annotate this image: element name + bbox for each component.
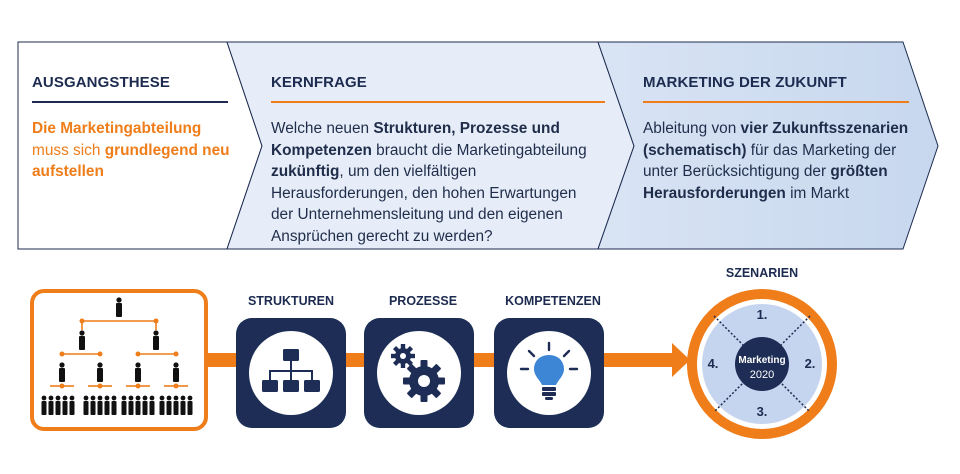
kernfrage-text-part: Strukturen, Prozesse und Kompetenzen (271, 120, 560, 159)
gears-icon (391, 344, 445, 402)
szenarien-title: SZENARIEN (725, 266, 799, 280)
scenario-center-line1: Marketing (738, 355, 786, 366)
ausgangsthese-text: Die Marketingabteilung muss sich grundle… (32, 118, 232, 183)
scenario-quadrant-3: 3. (756, 404, 768, 419)
ausgangsthese-divider (32, 101, 228, 103)
kernfrage-divider (271, 101, 605, 103)
ausgangsthese-text-part: muss sich (32, 141, 105, 159)
kernfrage-text-part: zukünftig (271, 163, 340, 180)
prozesse-tile (364, 318, 474, 428)
kernfrage-text: Welche neuen Strukturen, Prozesse und Ko… (271, 118, 601, 247)
hierarchy-box (30, 289, 208, 431)
zukunft-text-part: im Markt (785, 184, 850, 202)
step-label-kompetenzen: KOMPETENZEN (505, 294, 601, 308)
ausgangsthese-title: AUSGANGSTHESE (32, 74, 170, 91)
ausgangsthese-text-part: grundlegend neu aufstellen (32, 141, 230, 181)
zukunft-panel (597, 41, 939, 250)
zukunft-divider (643, 101, 909, 103)
prozesse-tile-circle (377, 331, 461, 415)
strukturen-tile (236, 318, 346, 428)
scenario-center-line2: 2020 (749, 369, 775, 381)
kernfrage-text-part: , um den vielfältigen Herausforderungen,… (271, 163, 577, 245)
kompetenzen-tile-circle (507, 331, 591, 415)
zukunft-text-part: größten Herausforderungen (643, 163, 888, 202)
kernfrage-text-part: Welche neuen (271, 120, 374, 137)
zukunft-title: MARKETING DER ZUKUNFT (643, 74, 847, 91)
kernfrage-text-part: braucht die Marketingabteilung (371, 141, 587, 159)
scenario-quadrant-1: 1. (756, 307, 768, 322)
hierarchy-nodes (59, 318, 179, 389)
zukunft-text-part: Ableitung von (643, 120, 741, 137)
scenario-center (735, 337, 789, 391)
scenario-quadrant-4: 4. (707, 356, 719, 371)
scenario-dividers (713, 315, 811, 413)
scenario-quadrant-2: 2. (804, 356, 816, 371)
flow-arrowhead (672, 343, 690, 377)
kompetenzen-tile (494, 318, 604, 428)
step-label-prozesse: PROZESSE (388, 294, 458, 308)
person-figures (41, 297, 193, 415)
people-hierarchy-icon (50, 320, 188, 387)
zukunft-text-part: für das Marketing der unter Berücksichti… (643, 141, 897, 181)
ausgangsthese-text-part: Die Marketingabteilung (32, 120, 202, 137)
org-chart-icon (262, 349, 320, 392)
kernfrage-title: KERNFRAGE (271, 74, 367, 91)
step-label-strukturen: STRUKTUREN (247, 294, 335, 308)
zukunft-text-part: vier Zukunftsszenarien (schematisch) (643, 120, 909, 159)
strukturen-tile-circle (249, 331, 333, 415)
scenario-wheel (687, 289, 837, 439)
zukunft-text: Ableitung von vier Zukunftsszenarien (sc… (643, 118, 915, 204)
lightbulb-icon (519, 341, 579, 400)
